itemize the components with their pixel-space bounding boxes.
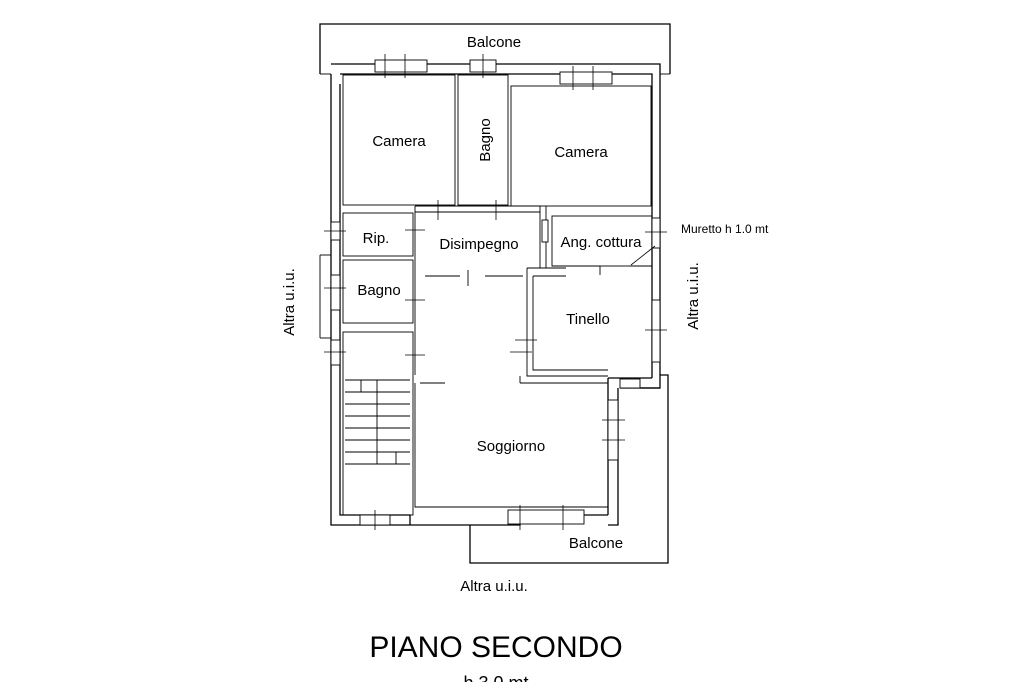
label-altra-bottom: Altra u.i.u. <box>460 578 528 595</box>
label-altra-right: Altra u.i.u. <box>685 262 702 330</box>
label-camera-right: Camera <box>554 144 608 161</box>
label-ang-cottura: Ang. cottura <box>561 234 643 251</box>
label-balcone-bottom: Balcone <box>569 535 623 552</box>
balcony-top <box>319 23 671 75</box>
label-camera-left: Camera <box>372 133 426 150</box>
plan-subtitle: h 3.0 mt <box>463 673 528 682</box>
plan-title: PIANO SECONDO <box>369 631 622 664</box>
label-tinello: Tinello <box>566 311 610 328</box>
label-bagno-top: Bagno <box>477 118 494 161</box>
staircase <box>345 379 410 465</box>
windows <box>324 54 667 530</box>
label-muretto: Muretto h 1.0 mt <box>681 222 769 236</box>
label-rip: Rip. <box>363 230 390 247</box>
balcony-bottom <box>469 374 669 564</box>
label-bagno-left: Bagno <box>357 282 400 299</box>
label-soggiorno: Soggiorno <box>477 438 545 455</box>
label-altra-left: Altra u.i.u. <box>281 268 298 336</box>
label-disimpegno: Disimpegno <box>439 236 518 253</box>
label-balcone-top: Balcone <box>467 34 521 51</box>
